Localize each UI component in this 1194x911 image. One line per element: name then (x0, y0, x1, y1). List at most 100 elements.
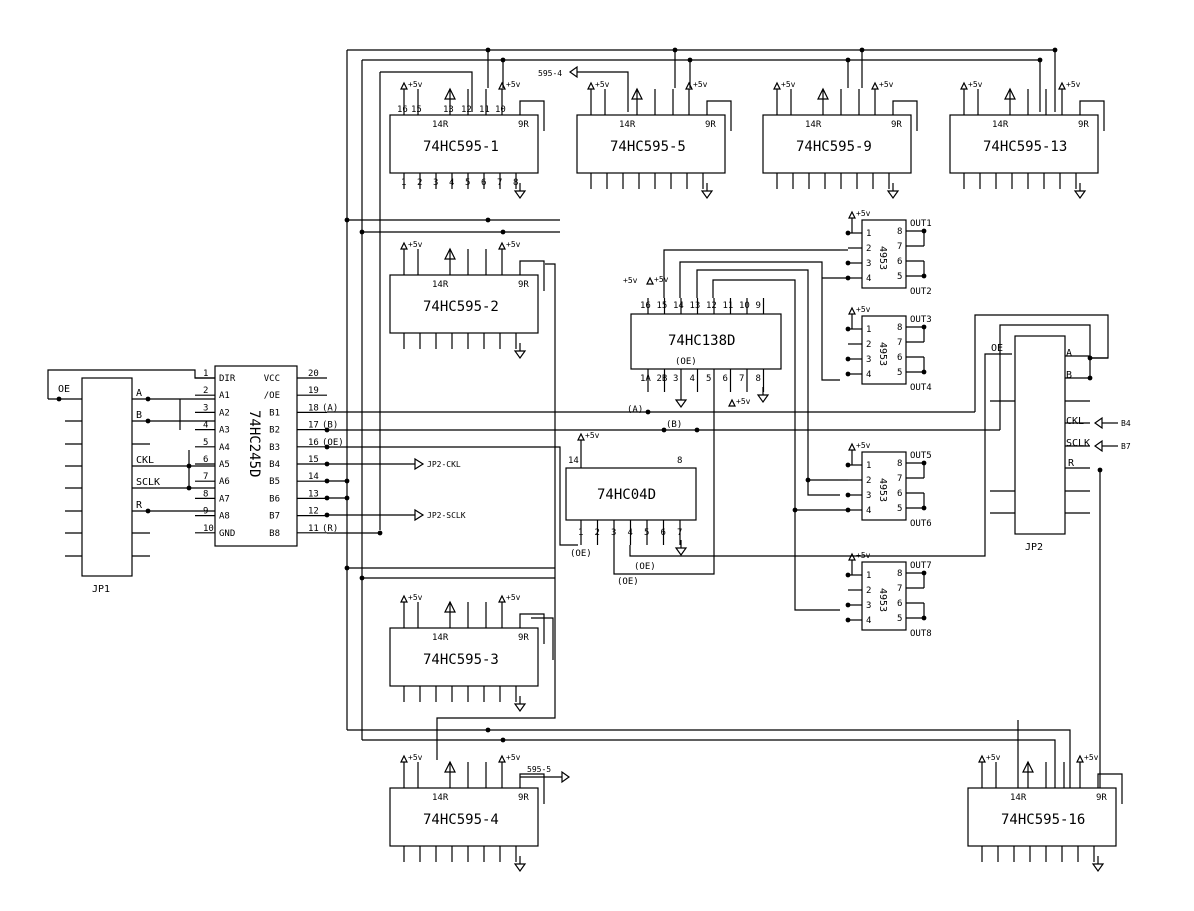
pin-number: 2 (866, 476, 871, 486)
cascade-2 (531, 617, 554, 660)
chip-name-sr5: 74HC595-5 (610, 139, 686, 155)
pin-number: 5 (897, 272, 902, 282)
power-label: +5v (408, 80, 423, 89)
net-tag: (OE) (634, 562, 656, 572)
junction-dot (805, 477, 811, 483)
power-icon (646, 276, 654, 285)
pin-number: 16 (397, 105, 408, 115)
pin-number: 15 (657, 301, 668, 311)
junction-dot (359, 229, 365, 235)
jp1-signal: SCLK (136, 477, 160, 488)
chip-name-04: 74HC04D (597, 487, 656, 503)
junction-dot (845, 326, 851, 332)
power-icon (400, 594, 408, 603)
net-tag: (OE) (617, 577, 639, 587)
pin-number: 9 (756, 301, 761, 311)
power-label: +5v (408, 753, 423, 762)
pin-14r: 14R (619, 120, 636, 130)
chip-name-sr1: 74HC595-1 (423, 139, 499, 155)
pin-number: 2 (866, 586, 871, 596)
jp2-name: JP2 (1025, 542, 1043, 553)
chip-name-4953: 4953 (877, 588, 888, 612)
pin-number: 1 (866, 229, 871, 239)
net-595-4 (577, 71, 629, 112)
pin-number: 11 (308, 524, 319, 534)
ground-icon (700, 190, 714, 200)
pin-number: 5 (897, 368, 902, 378)
junction-dot (324, 427, 330, 433)
mosfet-driver-4953 (861, 561, 907, 631)
pin-name: GND (219, 529, 235, 539)
pin-number: 8 (897, 323, 902, 333)
junction-dot (344, 217, 350, 223)
power-icon (871, 81, 879, 90)
net-tag: (A) (322, 403, 338, 413)
oe-jp2 (629, 353, 1012, 557)
pin-number: 2 (595, 528, 600, 538)
pin-number: 14 (568, 456, 579, 466)
inverter-04 (565, 467, 697, 521)
pin-14r: 14R (432, 120, 449, 130)
pin-14r: 14R (992, 120, 1009, 130)
arrow-up-icon (444, 760, 456, 773)
junction-dot (344, 565, 350, 571)
power-label: +5v (623, 276, 638, 285)
arrow-up-icon (444, 87, 456, 100)
pin-name: A5 (219, 460, 230, 470)
ground-icon (674, 547, 688, 557)
pin-number: 5 (465, 178, 470, 188)
power-icon (587, 81, 595, 90)
chip-name-4953: 4953 (877, 246, 888, 270)
junction-dot (694, 427, 700, 433)
junction-dot (845, 462, 851, 468)
output-label: OUT8 (910, 629, 932, 639)
pin-number: 2 (866, 340, 871, 350)
net-label: JP2-CKL (427, 460, 461, 469)
pin-number: 1 (866, 461, 871, 471)
junction-dot (485, 217, 491, 223)
pin-number: 6 (897, 599, 902, 609)
pin-name: /OE (264, 391, 280, 401)
pin-number: 4 (866, 506, 871, 516)
net-tag: (R) (322, 524, 338, 534)
pin-name: DIR (219, 374, 236, 384)
chip-name-4953: 4953 (877, 342, 888, 366)
output-label: OUT7 (910, 561, 932, 571)
pin-number: 6 (723, 374, 728, 384)
pin-number: 7 (897, 338, 902, 348)
net-tag: (B) (666, 420, 682, 430)
junction-dot (645, 409, 651, 415)
power-label: +5v (736, 397, 751, 406)
ground-icon (1091, 863, 1105, 873)
ground-icon (513, 703, 527, 713)
output-label: OUT1 (910, 219, 932, 229)
power-label: +5v (968, 80, 983, 89)
shift-register-sr5 (576, 114, 726, 174)
power-icon (848, 442, 856, 451)
power-label: +5v (585, 431, 600, 440)
pin-number: 1 (401, 178, 406, 188)
shift-register-sr16 (967, 787, 1117, 847)
jp1-name: JP1 (92, 584, 110, 595)
junction-dot (921, 505, 927, 511)
pin-9r: 9R (518, 793, 529, 803)
pin-number: 16 (308, 438, 319, 448)
pin-number: 8 (203, 489, 208, 499)
jp2-r: R (1068, 458, 1075, 469)
junction-dot (845, 602, 851, 608)
power-icon (498, 594, 506, 603)
pin-number: 3 (866, 491, 871, 501)
junction-dot (845, 492, 851, 498)
pin-number: 7 (897, 584, 902, 594)
pin-name: VCC (264, 374, 280, 384)
y0 (663, 249, 840, 298)
pin-number: 6 (897, 257, 902, 267)
jp1-oe: OE (58, 384, 70, 395)
arrow-left-icon (1093, 439, 1103, 453)
power-label: +5v (856, 551, 871, 560)
pin-name: B3 (269, 443, 280, 453)
pin-number: 1 (203, 369, 208, 379)
pin-number: 9 (203, 507, 208, 517)
junction-dot (845, 260, 851, 266)
